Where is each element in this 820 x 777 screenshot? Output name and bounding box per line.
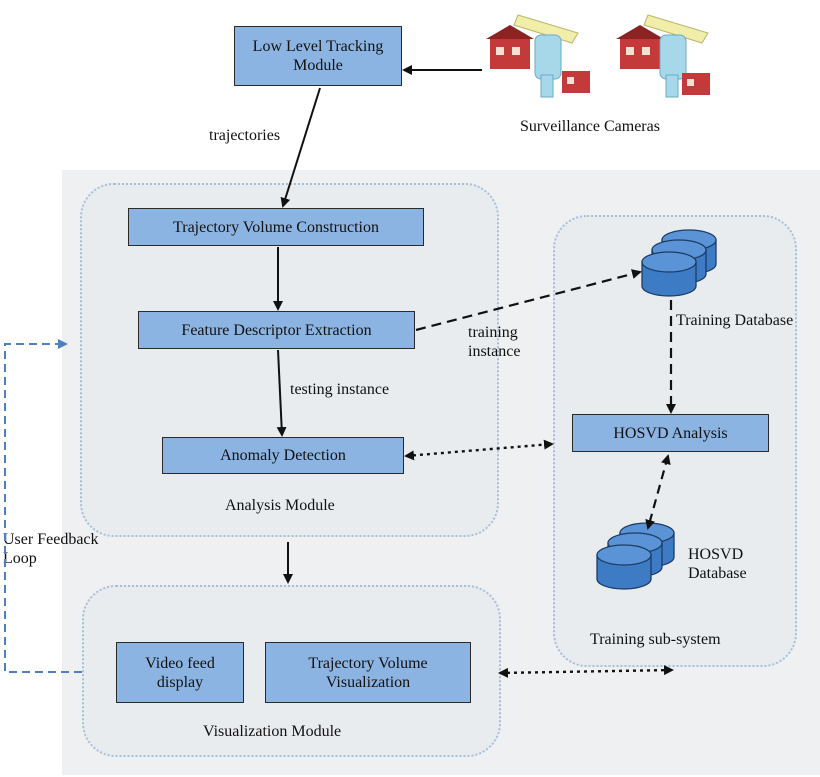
- user-feedback-loop-label: User Feedback Loop: [3, 531, 99, 567]
- trajectory-volume-construction-box: Trajectory Volume Construction: [128, 208, 424, 246]
- training-database-label: Training Database: [676, 312, 794, 329]
- testing-instance-arrow: [276, 349, 287, 437]
- hosvd-to-database-arrow: [645, 454, 671, 530]
- surveillance-cameras-label: Surveillance Cameras: [520, 118, 660, 135]
- video-feed-display-box: Video feed display: [116, 642, 244, 703]
- training-subsystem-label: Training sub-system: [590, 631, 721, 648]
- trajectories-label: trajectories: [209, 127, 281, 144]
- feature-descriptor-extraction-box: Feature Descriptor Extraction: [138, 311, 415, 349]
- training-instance-arrow: [415, 269, 642, 332]
- training-instance-label: training instance: [468, 324, 521, 360]
- testing-instance-label: testing instance: [290, 381, 390, 398]
- hosvd-database-label: HOSVD Database: [688, 546, 747, 582]
- low-level-tracking-box: Low Level Tracking Module: [234, 26, 402, 86]
- visualization-module-label: Visualization Module: [203, 723, 342, 740]
- anomaly-detection-box: Anomaly Detection: [162, 437, 404, 474]
- visualization-training-link: [498, 665, 674, 678]
- anomaly-hosvd-link: [404, 439, 554, 461]
- analysis-module-label: Analysis Module: [225, 497, 335, 514]
- trajectory-volume-visualization-box: Trajectory Volume Visualization: [265, 642, 471, 703]
- hosvd-analysis-box: HOSVD Analysis: [572, 414, 769, 452]
- trajectories-arrow: [280, 87, 321, 208]
- user-feedback-loop-line: [4, 339, 82, 673]
